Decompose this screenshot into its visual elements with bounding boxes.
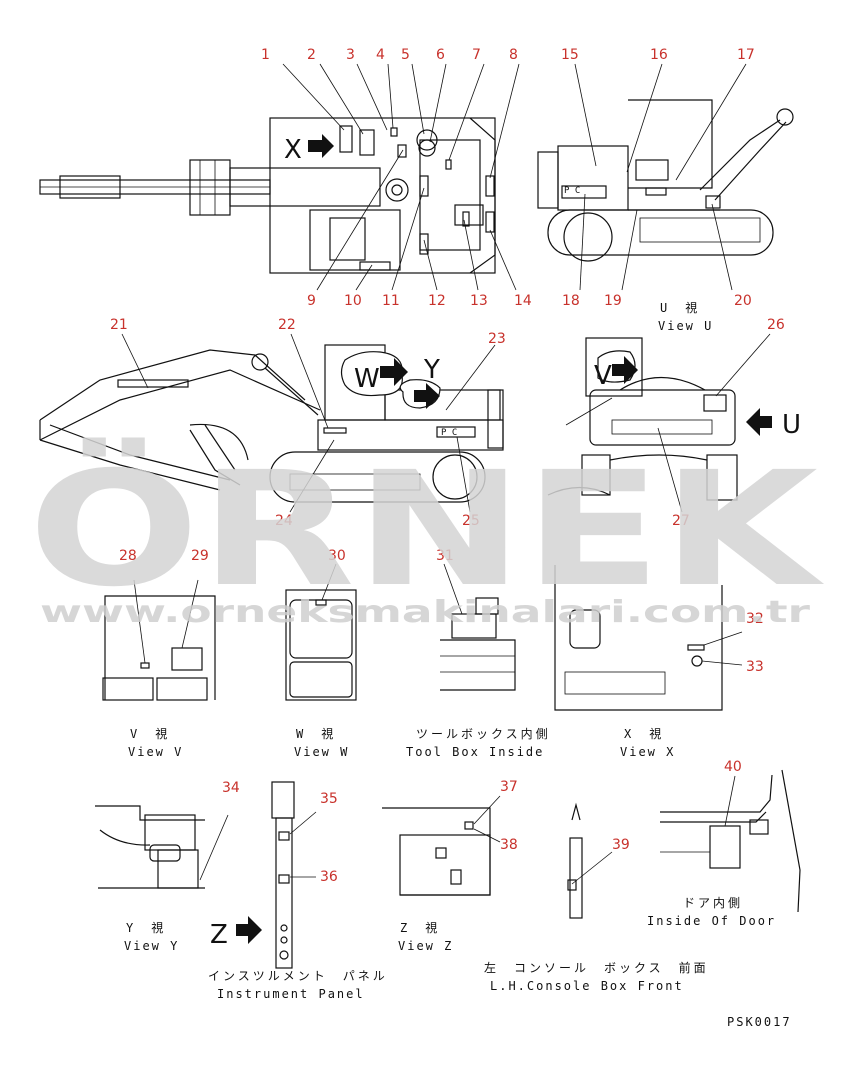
view-letter-v-rear: V <box>594 361 612 391</box>
callout-number: 24 <box>275 513 293 529</box>
callout-number: 10 <box>344 293 362 309</box>
callout-number: 9 <box>307 293 316 309</box>
callout-number: 5 <box>401 47 410 63</box>
caption-toolbox-en: Tool Box Inside <box>406 745 544 759</box>
console-front-drawing <box>567 802 613 919</box>
view-w-drawing <box>285 563 357 701</box>
callout-number: 22 <box>278 317 296 333</box>
caption-view-w-en: View W <box>294 745 349 759</box>
arrow-right-icon <box>414 383 440 409</box>
caption-instrument-en: Instrument Panel <box>217 987 365 1001</box>
callout-number: 34 <box>222 780 240 796</box>
callout-number: 28 <box>119 548 137 564</box>
leader-lines-middle-left <box>121 333 496 513</box>
leader-lines-top-left <box>282 63 520 291</box>
caption-instrument-jp: インスツルメント パネル <box>208 969 388 983</box>
drawing-code: PSK0017 <box>727 1015 792 1029</box>
arrow-right-icon <box>308 134 334 158</box>
view-letter-w-side: W <box>354 364 380 394</box>
callout-number: 1 <box>261 47 270 63</box>
callout-number: 38 <box>500 837 518 853</box>
top-view-drawing <box>39 117 496 274</box>
callout-number: 7 <box>472 47 481 63</box>
callout-number: 2 <box>307 47 316 63</box>
caption-console-en: L.H.Console Box Front <box>490 979 684 993</box>
callout-number: 23 <box>488 331 506 347</box>
plate-pc-view-u: P C <box>564 186 580 196</box>
leader-lines-middle-right <box>565 333 771 513</box>
arrow-right-icon <box>380 358 408 386</box>
view-z-drawing <box>382 795 501 896</box>
callout-number: 31 <box>436 548 454 564</box>
caption-view-u-en: View U <box>658 319 713 333</box>
caption-view-x-en: View X <box>620 745 675 759</box>
view-x-drawing <box>554 565 743 711</box>
callout-number: 27 <box>672 513 690 529</box>
watermark-brand: ÖRNEK <box>28 436 825 622</box>
callout-number: 15 <box>561 47 579 63</box>
callout-number: 14 <box>514 293 532 309</box>
caption-view-w-jp: W 視 <box>296 726 336 741</box>
callout-number: 11 <box>382 293 400 309</box>
callout-number: 36 <box>320 869 338 885</box>
caption-view-y-en: View Y <box>124 939 179 953</box>
callout-number: 8 <box>509 47 518 63</box>
callout-number: 18 <box>562 293 580 309</box>
caption-view-x-jp: X 視 <box>624 726 664 741</box>
door-inside-drawing <box>660 769 801 913</box>
callout-number: 32 <box>746 611 764 627</box>
callout-number: 13 <box>470 293 488 309</box>
callout-number: 12 <box>428 293 446 309</box>
watermark: ÖRNEK www.orneksmakinalari.com.tr <box>28 436 825 630</box>
callout-number: 25 <box>462 513 480 529</box>
view-letter-x-top: X <box>284 135 302 165</box>
callout-number: 40 <box>724 759 742 775</box>
caption-view-v-jp: V 視 <box>130 726 170 741</box>
arrow-right-icon <box>612 356 638 384</box>
toolbox-drawing <box>440 563 516 691</box>
caption-console-jp: 左 コンソール ボックス 前面 <box>484 960 709 975</box>
caption-door-en: Inside Of Door <box>647 914 776 928</box>
plate-pc-side: P C <box>441 428 457 438</box>
arrow-left-icon <box>746 408 772 436</box>
callout-number: 3 <box>346 47 355 63</box>
callout-number: 21 <box>110 317 128 333</box>
callout-number: 39 <box>612 837 630 853</box>
callout-number: 37 <box>500 779 518 795</box>
callout-number: 20 <box>734 293 752 309</box>
callout-number: 16 <box>650 47 668 63</box>
arrow-right-icon <box>236 916 262 944</box>
callout-number: 26 <box>767 317 785 333</box>
caption-view-v-en: View V <box>128 745 183 759</box>
leader-lines-top-right <box>574 63 747 291</box>
callout-number: 19 <box>604 293 622 309</box>
caption-view-u-jp: U 視 <box>660 300 700 315</box>
callout-number: 17 <box>737 47 755 63</box>
view-captions: U 視 View U V 視 View V W 視 View W ツールボックス… <box>124 300 792 1029</box>
callout-number: 4 <box>376 47 385 63</box>
caption-view-z-jp: Z 視 <box>400 920 440 935</box>
callout-number: 6 <box>436 47 445 63</box>
callout-number: 29 <box>191 548 209 564</box>
callout-number: 35 <box>320 791 338 807</box>
caption-door-jp: ドア内側 <box>683 896 743 910</box>
instrument-panel-drawing <box>271 781 317 969</box>
watermark-url: www.orneksmakinalari.com.tr <box>40 595 810 630</box>
view-u-drawing <box>537 99 794 262</box>
view-y-drawing <box>95 805 229 889</box>
caption-view-z-en: View Z <box>398 939 453 953</box>
view-letter-u-rear: U <box>782 410 801 440</box>
callout-number: 33 <box>746 659 764 675</box>
view-letter-y-side: Y <box>423 355 440 385</box>
view-v-drawing <box>102 579 216 701</box>
caption-view-y-jp: Y 視 <box>126 920 166 935</box>
callout-number: 30 <box>328 548 346 564</box>
callout-numbers: 1 2 3 4 5 6 7 8 9 10 11 12 13 14 15 16 1… <box>110 47 785 885</box>
caption-toolbox-jp: ツールボックス内側 <box>416 727 551 741</box>
view-letter-z-panel: Z <box>210 920 228 950</box>
